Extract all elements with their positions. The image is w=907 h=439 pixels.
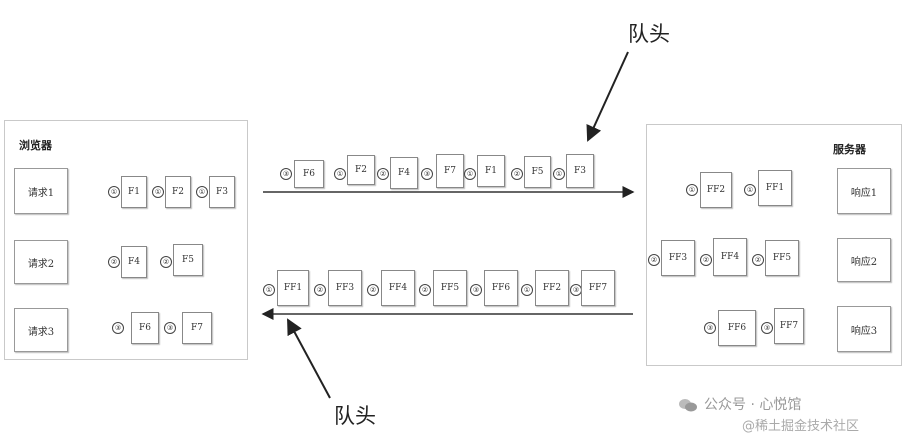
stream-number-badge: ① (334, 168, 346, 180)
response-1-box: 响应1 (837, 168, 891, 214)
queue-head-label-bottom: 队头 (334, 404, 376, 428)
frame-box: F7 (182, 312, 212, 344)
frame-box: F5 (524, 156, 551, 188)
stream-number-badge: ① (744, 184, 756, 196)
stream-number-badge: ① (521, 284, 533, 296)
stream-number-badge: ② (419, 284, 431, 296)
frame-box: F5 (173, 244, 203, 276)
stream-number-badge: ② (700, 254, 712, 266)
stream-number-badge: ① (196, 186, 208, 198)
stream-number-badge: ③ (421, 168, 433, 180)
stream-number-badge: ③ (470, 284, 482, 296)
frame-box: FF7 (581, 270, 615, 306)
watermark-site: @稀土掘金技术社区 (742, 419, 860, 434)
stream-number-badge: ② (314, 284, 326, 296)
wechat-icon (679, 399, 697, 412)
watermark-account: 公众号 · 心悦馆 (704, 397, 802, 413)
frame-box: F2 (165, 176, 191, 208)
stream-number-badge: ② (108, 256, 120, 268)
stream-number-badge: ③ (704, 322, 716, 334)
frame-box: FF5 (433, 270, 467, 306)
stream-number-badge: ② (648, 254, 660, 266)
stream-number-badge: ② (160, 256, 172, 268)
response-2-box: 响应2 (837, 238, 891, 282)
frame-box: FF3 (328, 270, 362, 306)
frame-box: F7 (436, 154, 464, 188)
stream-number-badge: ② (377, 168, 389, 180)
stream-number-badge: ③ (164, 322, 176, 334)
frame-box: FF2 (700, 172, 732, 208)
stream-number-badge: ① (263, 284, 275, 296)
stream-number-badge: ① (553, 168, 565, 180)
stream-number-badge: ① (464, 168, 476, 180)
queue-head-label-top: 队头 (628, 22, 670, 46)
request-2-box: 请求2 (14, 240, 68, 284)
server-title: 服务器 (833, 143, 866, 156)
stream-number-badge: ② (511, 168, 523, 180)
frame-box: F6 (131, 312, 159, 344)
frame-box: FF3 (661, 240, 695, 276)
frame-box: FF6 (484, 270, 518, 306)
frame-box: F1 (121, 176, 147, 208)
frame-box: F1 (477, 155, 505, 187)
frame-box: F2 (347, 155, 375, 185)
request-3-box: 请求3 (14, 308, 68, 352)
stream-number-badge: ② (752, 254, 764, 266)
browser-title: 浏览器 (19, 139, 52, 152)
frame-box: F3 (566, 154, 594, 188)
stream-number-badge: ② (367, 284, 379, 296)
stream-number-badge: ③ (280, 168, 292, 180)
stream-number-badge: ① (686, 184, 698, 196)
queue-head-pointer-bottom (287, 318, 331, 399)
response-3-box: 响应3 (837, 306, 891, 352)
frame-box: F4 (121, 246, 147, 278)
frame-box: FF2 (535, 270, 569, 306)
frame-box: FF1 (758, 170, 792, 206)
stream-number-badge: ① (152, 186, 164, 198)
frame-box: F3 (209, 176, 235, 208)
stream-number-badge: ③ (112, 322, 124, 334)
frame-box: FF1 (277, 270, 309, 306)
frame-box: FF4 (381, 270, 415, 306)
frame-box: FF5 (765, 240, 799, 276)
frame-box: FF6 (718, 310, 756, 346)
frame-box: F4 (390, 157, 418, 189)
stream-number-badge: ① (108, 186, 120, 198)
stream-number-badge: ③ (761, 322, 773, 334)
request-1-box: 请求1 (14, 168, 68, 214)
queue-head-pointer-top (586, 51, 629, 142)
frame-box: FF7 (774, 308, 804, 344)
frame-box: FF4 (713, 238, 747, 276)
frame-box: F6 (294, 160, 324, 188)
